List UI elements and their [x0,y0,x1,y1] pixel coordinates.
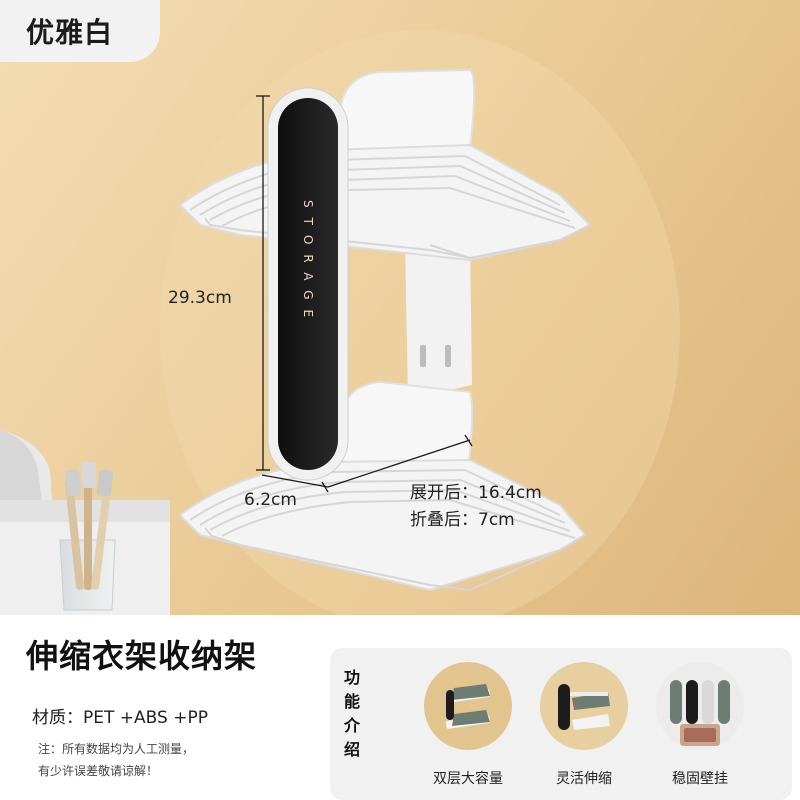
counter-scene [0,430,170,615]
color-variant-label: 优雅白 [26,16,114,49]
storage-panel [267,87,349,481]
feature-caption: 稳固壁挂 [672,771,728,787]
features-heading-char: 能 [343,692,360,711]
features-heading: 功 能 介 绍 [342,666,362,762]
features-heading-char: 介 [343,716,360,735]
product-photo: STORAGE 优雅白 29.3cm 6.2cm 展开后：16.4cm 折叠后：… [0,0,800,615]
folded-size-label: 折叠后：7cm [410,510,515,530]
height-dimension-label: 29.3cm [168,288,232,308]
measurement-note-line2: 有少许误差敬请谅解！ [38,764,159,778]
feature-caption: 灵活伸缩 [556,771,612,787]
feature-double-layer: 双层大容量 [418,662,518,788]
dimension-lines [256,95,473,493]
feature-caption: 双层大容量 [433,771,503,787]
feature-wall-mount: 稳固壁挂 [650,662,750,788]
hanger-rack-illustration [0,30,680,615]
product-title: 伸缩衣架收纳架 [26,637,258,675]
expanded-size-label: 展开后：16.4cm [410,483,542,503]
measurement-note-line1: 注：所有数据均为人工测量， [38,742,195,756]
double-layer-icon [424,662,512,750]
flexible-telescopic-icon [540,662,628,750]
product-info-panel: 伸缩衣架收纳架 材质：PET +ABS +PP 注：所有数据均为人工测量， 有少… [0,615,800,800]
storage-brand-text: STORAGE [301,200,315,328]
features-heading-char: 绍 [343,740,360,759]
features-heading-char: 功 [343,668,360,687]
wall-plate [405,240,472,400]
lower-hanger-stack [178,380,587,592]
color-variant-badge: 优雅白 [0,0,160,62]
width-dimension-label: 6.2cm [244,490,297,510]
material-text: 材质：PET +ABS +PP [32,708,208,728]
wall-mount-icon [656,662,744,750]
features-panel: 功 能 介 绍 双层大容量 [330,648,792,800]
feature-flexible: 灵活伸缩 [534,662,634,788]
